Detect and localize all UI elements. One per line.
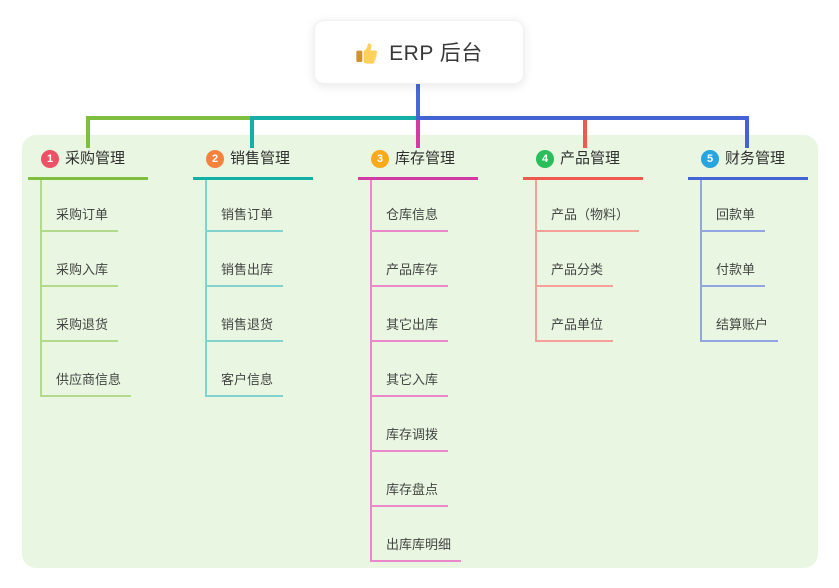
connector-drop-product — [583, 120, 587, 148]
child-node-label[interactable]: 采购入库 — [42, 259, 119, 287]
child-node: 其它出库 — [372, 287, 478, 342]
child-node: 库存盘点 — [372, 452, 478, 507]
connector-bus-sales — [252, 116, 416, 120]
child-node-label[interactable]: 仓库信息 — [372, 204, 449, 232]
child-node-label[interactable]: 销售订单 — [207, 204, 284, 232]
child-node-label[interactable]: 销售出库 — [207, 259, 284, 287]
child-node-label[interactable]: 产品单位 — [537, 314, 614, 342]
child-node-label[interactable]: 回款单 — [702, 204, 766, 232]
child-node: 产品库存 — [372, 232, 478, 287]
branch-product: 4 产品管理 产品（物料） 产品分类 产品单位 — [523, 148, 643, 342]
branch-number-badge: 1 — [41, 149, 59, 168]
branch-header-purchase[interactable]: 1 采购管理 — [28, 148, 148, 180]
branch-purchase: 1 采购管理 采购订单 采购入库 采购退货 供应商信息 — [28, 148, 148, 397]
child-node-label[interactable]: 销售退货 — [207, 314, 284, 342]
branches-background-panel — [22, 135, 818, 568]
branch-header-sales[interactable]: 2 销售管理 — [193, 148, 313, 180]
root-connector-line — [416, 82, 420, 118]
child-node-label[interactable]: 客户信息 — [207, 369, 284, 397]
child-node-label[interactable]: 采购订单 — [42, 204, 119, 232]
branch-children: 销售订单 销售出库 销售退货 客户信息 — [205, 180, 313, 397]
connector-drop-finance — [745, 116, 749, 148]
child-node: 其它入库 — [372, 342, 478, 397]
branch-header-finance[interactable]: 5 财务管理 — [688, 148, 808, 180]
branch-number-badge: 5 — [701, 149, 719, 168]
branch-header-inventory[interactable]: 3 库存管理 — [358, 148, 478, 180]
branch-label: 财务管理 — [725, 150, 786, 167]
child-node-label[interactable]: 付款单 — [702, 259, 766, 287]
branch-label: 产品管理 — [560, 150, 621, 167]
branch-children: 回款单 付款单 结算账户 — [700, 180, 808, 342]
root-node-erp[interactable]: ERP 后台 — [314, 20, 524, 84]
child-node-label[interactable]: 其它出库 — [372, 314, 449, 342]
child-node: 采购退货 — [42, 287, 148, 342]
branch-label: 库存管理 — [395, 150, 456, 167]
child-node: 产品单位 — [537, 287, 643, 342]
child-node: 出库库明细 — [372, 507, 478, 562]
branch-header-product[interactable]: 4 产品管理 — [523, 148, 643, 180]
connector-drop-inventory — [416, 120, 420, 148]
child-node: 销售出库 — [207, 232, 313, 287]
connector-drop-sales — [250, 116, 254, 148]
branch-number-badge: 2 — [206, 149, 224, 168]
child-node: 回款单 — [702, 180, 808, 232]
child-node: 仓库信息 — [372, 180, 478, 232]
child-node: 库存调拨 — [372, 397, 478, 452]
child-node-label[interactable]: 其它入库 — [372, 369, 449, 397]
branch-children: 产品（物料） 产品分类 产品单位 — [535, 180, 643, 342]
thumbs-up-icon — [356, 43, 378, 64]
child-node: 采购入库 — [42, 232, 148, 287]
child-node-label[interactable]: 产品（物料） — [537, 204, 640, 232]
child-node-label[interactable]: 库存调拨 — [372, 424, 449, 452]
branch-finance: 5 财务管理 回款单 付款单 结算账户 — [688, 148, 808, 342]
child-node: 供应商信息 — [42, 342, 148, 397]
child-node: 结算账户 — [702, 287, 808, 342]
child-node: 客户信息 — [207, 342, 313, 397]
child-node: 采购订单 — [42, 180, 148, 232]
child-node: 销售订单 — [207, 180, 313, 232]
branch-children: 仓库信息 产品库存 其它出库 其它入库 库存调拨 库存盘点 出库库明细 — [370, 180, 478, 562]
branch-number-badge: 4 — [536, 149, 554, 168]
child-node-label[interactable]: 出库库明细 — [372, 534, 462, 562]
connector-bus-purchase — [86, 116, 252, 120]
branch-number-badge: 3 — [371, 149, 389, 168]
branch-inventory: 3 库存管理 仓库信息 产品库存 其它出库 其它入库 库存调拨 库存盘点 出库库… — [358, 148, 478, 562]
child-node: 产品（物料） — [537, 180, 643, 232]
child-node: 销售退货 — [207, 287, 313, 342]
child-node: 付款单 — [702, 232, 808, 287]
child-node-label[interactable]: 结算账户 — [702, 314, 779, 342]
child-node-label[interactable]: 采购退货 — [42, 314, 119, 342]
branch-sales: 2 销售管理 销售订单 销售出库 销售退货 客户信息 — [193, 148, 313, 397]
branch-children: 采购订单 采购入库 采购退货 供应商信息 — [40, 180, 148, 397]
root-node-label: ERP 后台 — [389, 42, 483, 65]
child-node-label[interactable]: 产品分类 — [537, 259, 614, 287]
child-node-label[interactable]: 库存盘点 — [372, 479, 449, 507]
child-node: 产品分类 — [537, 232, 643, 287]
connector-bus-finance — [416, 116, 749, 120]
branch-label: 采购管理 — [65, 150, 126, 167]
child-node-label[interactable]: 供应商信息 — [42, 369, 132, 397]
connector-drop-purchase — [86, 116, 90, 148]
child-node-label[interactable]: 产品库存 — [372, 259, 449, 287]
branch-label: 销售管理 — [230, 150, 291, 167]
